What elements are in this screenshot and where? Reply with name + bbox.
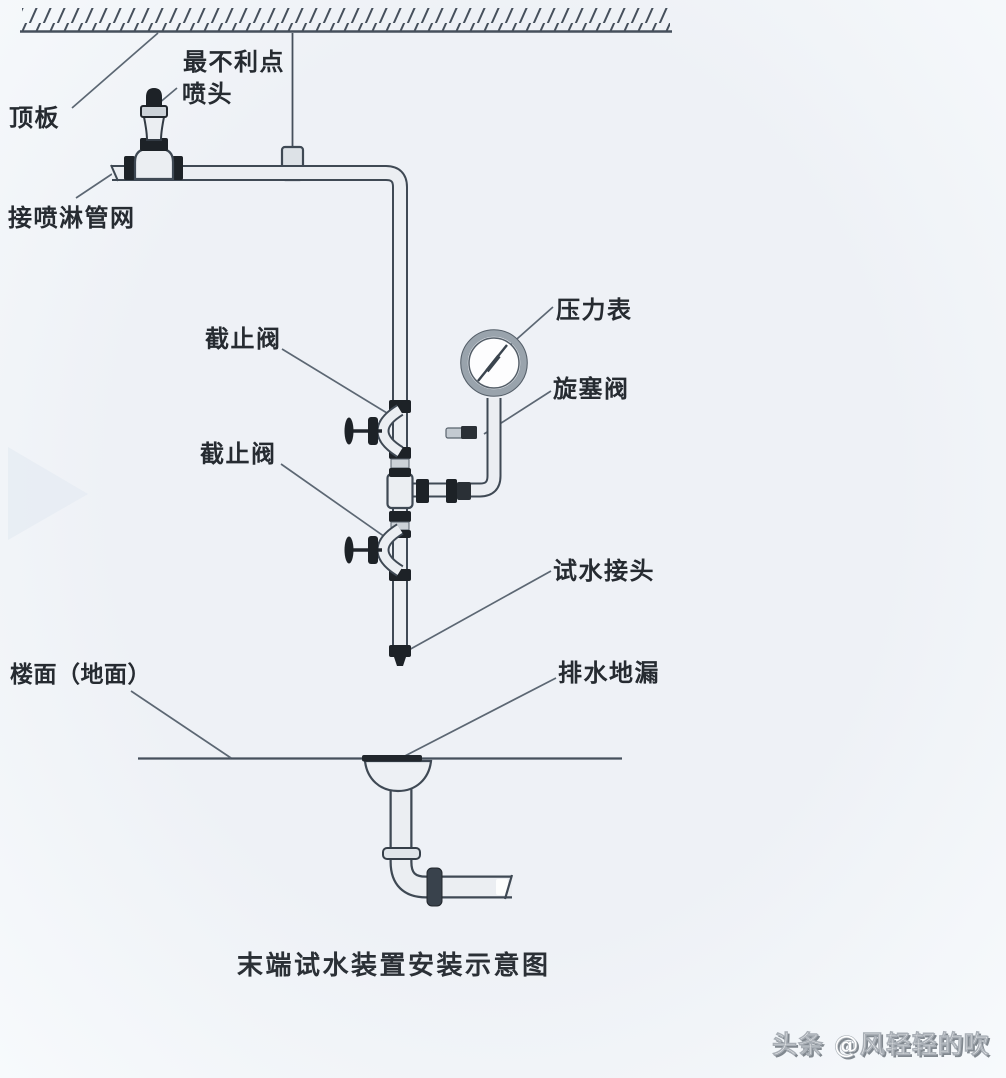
drain-pipe-outline: [389, 788, 512, 899]
watermark-text: 头条 @风轻轻的吹: [772, 1030, 990, 1059]
floor-drain-grate: [362, 755, 422, 762]
gauge-branch-pipe: [402, 398, 502, 498]
pipe-coupling: [124, 156, 135, 180]
label-stop-valve-lower: 截止阀: [200, 440, 277, 468]
drain-flange: [382, 847, 421, 860]
gauge-branch-fill: [402, 398, 500, 496]
stop-valve-lower: [344, 523, 404, 577]
leader-floor-drain: [398, 677, 557, 760]
branch-flange-left: [416, 479, 429, 503]
valve-bonnet: [368, 536, 378, 564]
label-plug-valve: 旋塞阀: [552, 375, 630, 403]
tee-fitting: [386, 472, 414, 510]
riser-coupling: [389, 468, 411, 477]
label-sprinkler-head: 喷头: [182, 80, 233, 108]
ceiling-hatch: [22, 8, 670, 31]
drain-pipe-fill: [391, 788, 512, 897]
leader-lines: [71, 32, 557, 760]
valve-bonnet: [368, 417, 378, 445]
riser-coupling: [389, 511, 411, 522]
label-most-unfavorable-point: 最不利点: [183, 48, 285, 76]
labels: 顶板 最不利点 喷头 接喷淋管网 截止阀 截止阀 压力表 旋塞阀 试水接头 排水…: [8, 48, 660, 981]
label-ceiling-board: 顶板: [9, 104, 60, 132]
valve-handle: [344, 417, 354, 445]
branch-union-nut: [457, 482, 471, 500]
leader-sprinkler-network: [75, 173, 113, 199]
sprinkler-deflector: [146, 88, 162, 107]
drain-coupling: [426, 867, 443, 907]
leader-floor-surface: [130, 690, 232, 759]
floor-drain-funnel: [363, 759, 433, 793]
leader-test-water-connector: [406, 570, 552, 652]
leader-ceiling-board: [71, 32, 159, 109]
faint-arrow-watermark: [8, 447, 88, 540]
main-pipe: [110, 164, 408, 652]
drain-open-end-cut: [503, 874, 514, 900]
branch-flange-right: [446, 479, 457, 503]
leader-stop-valve-upper: [281, 348, 388, 414]
riser-fittings: [389, 400, 411, 666]
riser-coupling: [389, 645, 411, 657]
sprinkler-collar: [140, 105, 168, 118]
pipe-coupling: [172, 156, 183, 180]
gauge-outer-rim: [460, 329, 528, 397]
watermark-shadow: 头条 @风轻轻的吹: [774, 1032, 992, 1061]
diagram-caption: 末端试水装置安装示意图: [237, 950, 551, 981]
test-outlet-nozzle: [394, 657, 406, 666]
valve-body-fill: [378, 525, 403, 575]
branch-fittings: [416, 479, 471, 503]
label-pressure-gauge: 压力表: [556, 296, 633, 324]
stop-valve-upper: [344, 404, 404, 458]
valve-handle: [344, 536, 354, 564]
label-stop-valve-upper: 截止阀: [205, 325, 282, 353]
gauge-ring: [461, 330, 527, 396]
drain-assembly: [362, 755, 514, 907]
pipe-hanger: [280, 33, 305, 182]
label-floor-surface: 楼面（地面）: [10, 661, 151, 688]
plug-valve: [445, 426, 477, 439]
valve-body-fill: [378, 406, 403, 456]
drain-open-end-highlight: [496, 879, 508, 895]
watermark: 头条 @风轻轻的吹 头条 @风轻轻的吹: [772, 1030, 992, 1061]
sprinkler-assembly: [133, 88, 175, 181]
sprinkler-frame: [142, 116, 166, 141]
sprinkler-tee: [133, 147, 175, 181]
pressure-gauge: [460, 329, 528, 397]
label-floor-drain: 排水地漏: [558, 659, 660, 687]
sprinkler-base-ring: [140, 138, 168, 151]
ceiling-structure: [20, 8, 672, 33]
pipe-open-end-cut: [110, 164, 119, 182]
plug-valve-handle: [445, 427, 464, 439]
main-pipe-fill: [112, 167, 406, 652]
gauge-needle-hub: [485, 354, 501, 373]
leader-stop-valve-lower: [280, 463, 386, 538]
label-test-water-connector: 试水接头: [553, 557, 655, 585]
main-pipe-outline: [112, 165, 408, 652]
plug-valve-body: [461, 426, 477, 439]
label-sprinkler-network: 接喷淋管网: [8, 204, 136, 232]
riser-union: [390, 458, 410, 469]
gauge-branch-outline: [402, 398, 502, 498]
